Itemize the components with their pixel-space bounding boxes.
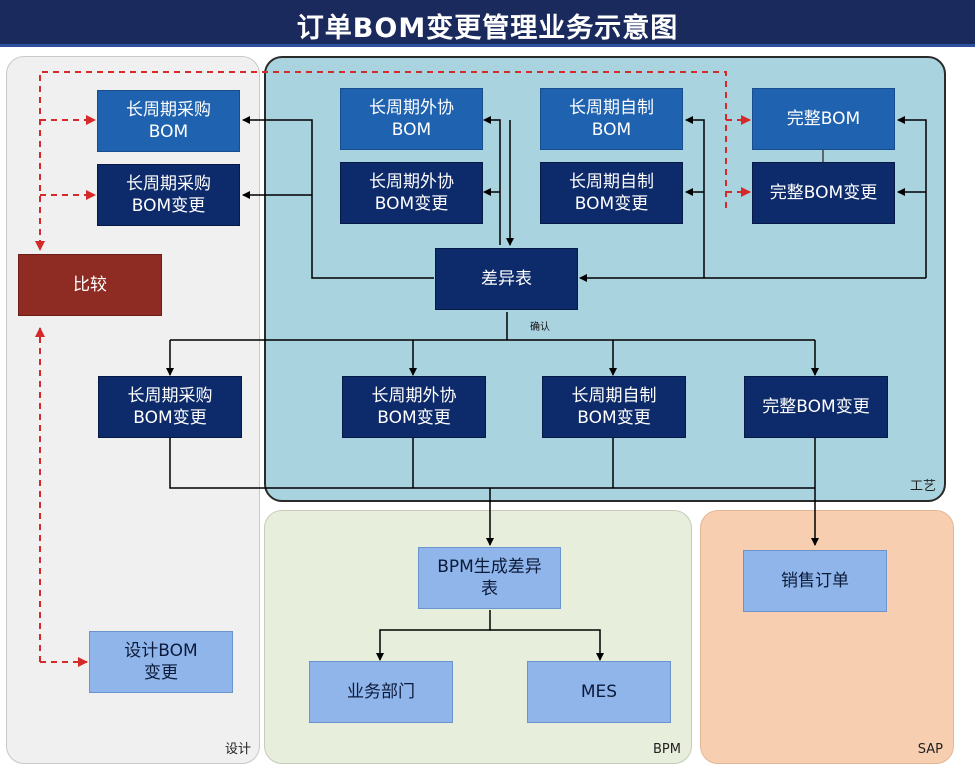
design-long-purchase-bom-box: 长周期采购 BOM (97, 90, 240, 152)
sap-region-label: SAP (917, 742, 943, 757)
bpm-region-label: BPM (653, 742, 681, 757)
out-long-outsource-change-box: 长周期外协 BOM变更 (342, 376, 486, 438)
craft-region-label: 工艺 (909, 479, 936, 494)
diff-table-box: 差异表 (435, 248, 578, 310)
title-bar: 订单BOM变更管理业务示意图 (0, 0, 975, 47)
design-region-label: 设计 (224, 742, 251, 757)
confirm-label: 确认 (530, 322, 550, 333)
out-long-purchase-change-box: 长周期采购 BOM变更 (98, 376, 242, 438)
long-self-change-box: 长周期自制 BOM变更 (540, 162, 683, 224)
design-bom-change-box: 设计BOM 变更 (89, 631, 233, 693)
compare-box: 比较 (18, 254, 162, 316)
solid-flow-lines (166, 116, 927, 661)
mes-box: MES (527, 661, 671, 723)
long-self-bom-box: 长周期自制 BOM (540, 88, 683, 150)
full-bom-box: 完整BOM (752, 88, 895, 150)
sales-order-box: 销售订单 (743, 550, 887, 612)
out-full-bom-change-box: 完整BOM变更 (744, 376, 888, 438)
business-dept-box: 业务部门 (309, 661, 453, 723)
full-bom-change-box: 完整BOM变更 (752, 162, 895, 224)
design-long-purchase-change-box: 长周期采购 BOM变更 (97, 164, 240, 226)
page-title: 订单BOM变更管理业务示意图 (296, 13, 679, 44)
dashed-feedback-lines (35, 71, 751, 667)
long-outsource-bom-box: 长周期外协 BOM (340, 88, 483, 150)
long-outsource-change-box: 长周期外协 BOM变更 (340, 162, 483, 224)
out-long-self-change-box: 长周期自制 BOM变更 (542, 376, 686, 438)
bpm-diff-box: BPM生成差异 表 (418, 547, 561, 609)
